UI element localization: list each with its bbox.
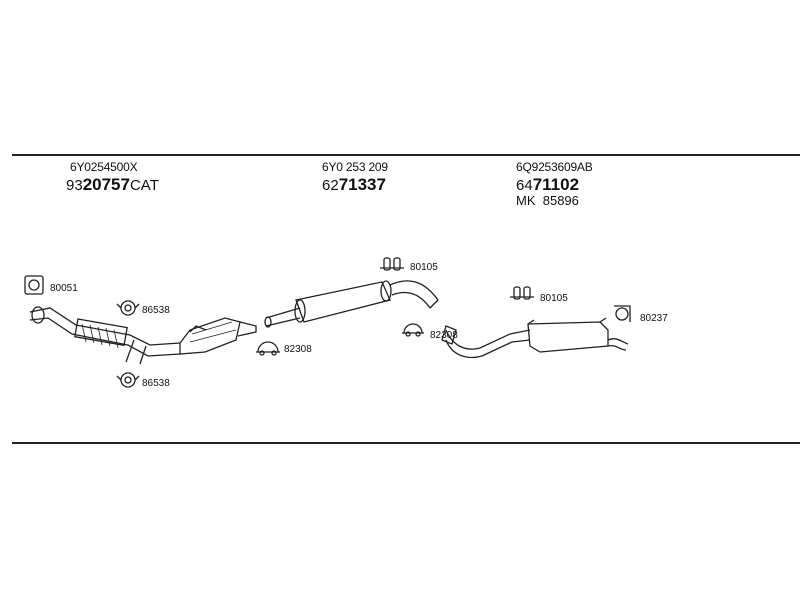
rear-number-main: 71102 bbox=[532, 175, 580, 194]
front-pipe bbox=[29, 306, 181, 365]
middle-section-number: 6271337 bbox=[322, 175, 386, 195]
clamp-cat-icon bbox=[256, 341, 280, 356]
middle-number-main: 71337 bbox=[338, 175, 386, 194]
rear-section-ref: 6Q9253609AB bbox=[516, 160, 593, 174]
rear-section-number: 6471102 bbox=[516, 175, 579, 195]
front-section-number: 9320757CAT bbox=[66, 175, 159, 195]
hanger-rear-part-label: 80105 bbox=[540, 293, 568, 304]
mounting-kit-label: MK bbox=[516, 193, 536, 208]
front-number-prefix: 93 bbox=[66, 177, 83, 194]
top-divider bbox=[12, 154, 800, 156]
hanger-mid-icon bbox=[380, 257, 404, 271]
front-section-ref: 6Y0254500X bbox=[70, 160, 138, 174]
mounting-kit-number: 85896 bbox=[542, 193, 579, 208]
clamp-rear-icon bbox=[402, 323, 424, 337]
catalytic-converter bbox=[179, 317, 257, 355]
ring-rear-icon bbox=[614, 305, 631, 322]
front-number-main: 20757 bbox=[82, 175, 130, 194]
rear-mounting-kit: MK 85896 bbox=[516, 193, 579, 208]
middle-number-prefix: 62 bbox=[322, 177, 339, 194]
hanger-mid-part-label: 80105 bbox=[410, 262, 438, 273]
bottom-divider bbox=[12, 442, 800, 444]
gasket-icon bbox=[24, 275, 44, 295]
middle-silencer bbox=[264, 280, 439, 328]
ring-rear-part-label: 80237 bbox=[640, 313, 668, 324]
clamp-upper-part-label: 86538 bbox=[142, 305, 170, 316]
middle-section-ref: 6Y0 253 209 bbox=[322, 160, 388, 174]
rear-pipe bbox=[441, 325, 531, 359]
clamp-lower-part-label: 86538 bbox=[142, 378, 170, 389]
gasket-part-label: 80051 bbox=[50, 283, 78, 294]
rear-silencer bbox=[527, 317, 629, 353]
rear-number-prefix: 64 bbox=[516, 177, 533, 194]
hanger-rear-icon bbox=[510, 286, 534, 300]
clamp-cat-part-label: 82308 bbox=[284, 344, 312, 355]
clamp-upper-icon bbox=[116, 300, 140, 316]
clamp-lower-icon bbox=[116, 372, 140, 388]
front-number-suffix: CAT bbox=[129, 177, 159, 194]
